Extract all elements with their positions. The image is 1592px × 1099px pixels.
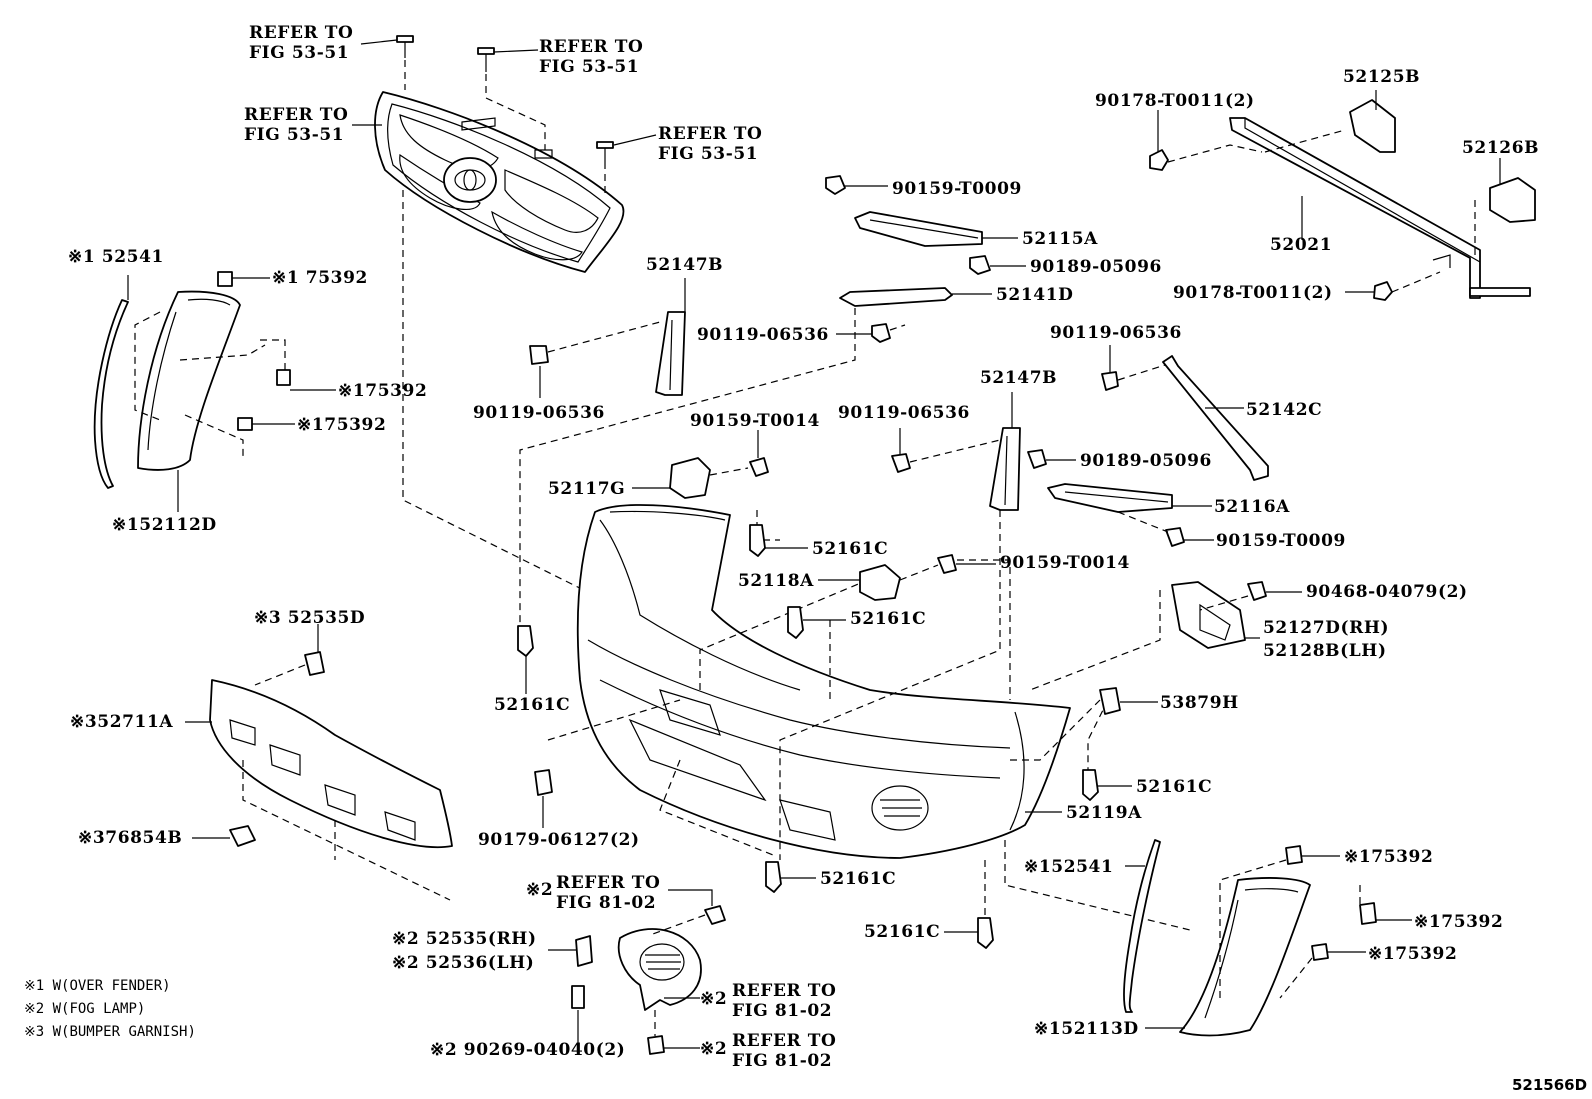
clip-icon [534,769,553,796]
bumper-bracket-support [1162,355,1269,481]
bumper-side-retainer-upper [854,211,983,247]
label-90189-05096: 90189-05096 [1080,451,1212,471]
over-fender-left [93,290,241,489]
label-90159-T0014: 90159-T0014 [1000,553,1130,573]
label-52536-LH: ※2 52536(LH) [392,953,534,973]
bumper-reinforcement [1229,117,1531,299]
label-52161C: 52161C [1136,777,1212,797]
over-fender-right [1123,839,1311,1037]
bracket-icon [1349,99,1536,223]
footnote-legend: ※1 W(OVER FENDER) ※2 W(FOG LAMP) ※3 W(BU… [24,978,196,1040]
bumper-side-retainer-lower [1047,483,1173,513]
label-75392: ※175392 [338,381,427,401]
label-52147B: 52147B [646,255,723,275]
label-90269-04040: ※2 90269-04040(2) [430,1040,625,1060]
label-52021: 52021 [1270,235,1332,255]
bumper-stay [655,311,686,396]
label-52161C: 52161C [850,609,926,629]
label-52116A: 52116A [1214,497,1290,517]
label-90119-06536: 90119-06536 [473,403,605,423]
label-53879H: 53879H [1160,693,1239,713]
label-90179-06127: 90179-06127(2) [478,830,640,850]
bolt-icon [1101,371,1119,391]
bumper-bracket-support [839,287,953,307]
label-52161C: 52161C [494,695,570,715]
label-52147B: 52147B [980,368,1057,388]
label-90119-06536: 90119-06536 [838,403,970,423]
label-90178-T0011-bottom: 90178-T0011(2) [1173,283,1333,303]
clip-icon [1285,845,1377,961]
bumper-garnish [209,679,453,849]
label-52113D: ※152113D [1034,1019,1139,1039]
fog-lamp [617,928,702,1011]
nut-icon [1027,449,1047,469]
label-90178-T0011-top: 90178-T0011(2) [1095,91,1255,111]
label-90119-06536: 90119-06536 [697,325,829,345]
label-75392: ※175392 [1368,944,1457,964]
retainer-icon [1099,687,1121,715]
footnote-3: ※3 W(BUMPER GARNISH) [24,1024,196,1040]
label-90159-T0009: 90159-T0009 [1216,531,1346,551]
label-52125B: 52125B [1343,67,1420,87]
clip-icon [217,271,291,431]
label-52161C: 52161C [864,922,940,942]
label-52126B: 52126B [1462,138,1539,158]
clip-icon [1247,581,1267,601]
bumper-side-support [1171,581,1246,649]
bumper-bracket-block [859,564,901,601]
bumper-bracket-block [669,457,711,499]
label-52112D: ※152112D [112,515,217,535]
footnote-1: ※1 W(OVER FENDER) [24,978,171,994]
bumper-stay [989,427,1021,511]
label-52119A: 52119A [1066,803,1142,823]
label-52535D: ※3 52535D [254,608,365,628]
label-52115A: 52115A [1022,229,1098,249]
label-52535-RH: ※2 52535(RH) [392,929,537,949]
screw-icon [1165,527,1185,547]
label-52117G: 52117G [548,479,625,499]
label-52127D-RH: 52127D(RH) [1263,618,1389,638]
footnote-2: ※2 W(FOG LAMP) [24,1001,145,1017]
diagram-code: 521566D [1512,1076,1587,1094]
label-75392: ※175392 [1344,847,1433,867]
label-52142C: 52142C [1246,400,1322,420]
label-52128B-LH: 52128B(LH) [1263,641,1387,661]
screw-icon [937,554,957,574]
screw-icon [571,905,726,1055]
radiator-grille [374,91,625,273]
nut-icon [1149,149,1393,301]
label-52161C: 52161C [812,539,888,559]
label-90159-T0014: 90159-T0014 [690,411,820,431]
label-75392: ※175392 [297,415,386,435]
label-75392: ※1 75392 [272,268,368,288]
label-76854B: ※376854B [78,828,182,848]
label-52118A: 52118A [738,571,814,591]
label-90189-05096: 90189-05096 [1030,257,1162,277]
label-90119-06536: 90119-06536 [1050,323,1182,343]
label-75392: ※175392 [1414,912,1503,932]
label-90468-04079: 90468-04079(2) [1306,582,1468,602]
label-52541: ※1 52541 [68,247,164,267]
label-90159-T0009: 90159-T0009 [892,179,1022,199]
clip-icon [517,524,1099,949]
front-bumper-cover [576,504,1071,859]
clip-icon [229,651,325,847]
bolt-icon [891,453,911,473]
label-52541: ※152541 [1024,857,1113,877]
label-52141D: 52141D [996,285,1074,305]
nut-icon [825,175,991,343]
bolt-icon [529,345,549,365]
label-52711A: ※352711A [70,712,173,732]
screw-icon [749,457,769,477]
label-52161C: 52161C [820,869,896,889]
